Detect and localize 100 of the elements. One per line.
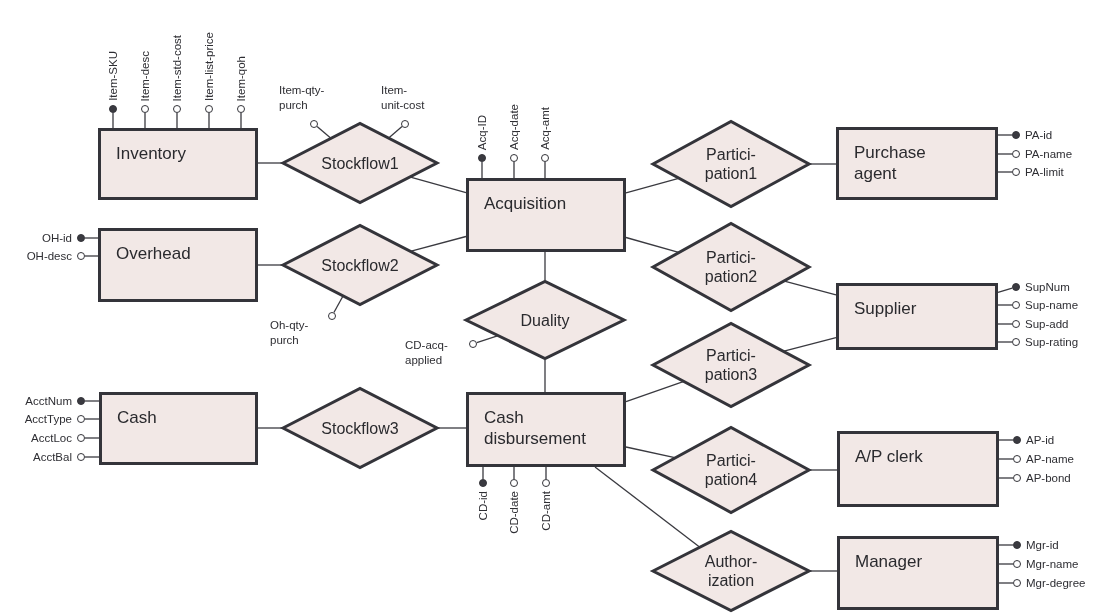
attribute-name: Item-desc: [138, 50, 152, 101]
attribute-circle: [542, 479, 550, 487]
connector-line: [544, 251, 546, 281]
attribute-line: [112, 112, 114, 129]
connector-line: [625, 446, 676, 459]
attribute-circle: [1012, 168, 1020, 176]
entity-name: Acquisition: [484, 193, 568, 214]
attribute-circle: [77, 434, 85, 442]
attribute-name: Mgr-name: [1026, 557, 1079, 571]
attribute-name: Oh-qty- purch: [270, 318, 310, 348]
attribute-circle: [1013, 560, 1021, 568]
key-attribute-dot: [479, 479, 487, 487]
attribute-name: CD-amt: [539, 491, 553, 531]
entity-name: Purchase agent: [854, 142, 927, 184]
attribute-name: OH-desc: [26, 249, 72, 263]
entity-box: [466, 392, 626, 467]
entity-name: A/P clerk: [855, 446, 924, 467]
connector-line: [409, 176, 467, 194]
attribute-name: Acq-amt: [538, 107, 552, 150]
attribute-name: PA-id: [1025, 128, 1053, 142]
attribute-circle: [510, 479, 518, 487]
connector-line: [594, 466, 700, 548]
attribute-line: [998, 563, 1014, 565]
attribute-name: OH-id: [41, 231, 72, 245]
attribute-line: [84, 237, 99, 239]
attribute-name: Sup-rating: [1025, 335, 1079, 349]
attribute-name: Item-qty- purch: [279, 83, 326, 113]
attribute-name: AP-bond: [1026, 471, 1071, 485]
entity-box: [466, 178, 626, 252]
entity-box: [836, 283, 998, 350]
key-attribute-dot: [109, 105, 117, 113]
relationship-diamond: [653, 322, 809, 408]
attribute-line: [476, 335, 499, 344]
attribute-circle: [401, 120, 409, 128]
connector-line: [808, 163, 837, 165]
attribute-name: AcctNum: [25, 394, 72, 408]
entity-box: [99, 392, 258, 465]
attribute-name: Item-qoh: [234, 55, 248, 101]
key-attribute-dot: [478, 154, 486, 162]
attribute-line: [997, 287, 1013, 294]
attribute-name: Mgr-degree: [1026, 576, 1086, 590]
attribute-circle: [173, 105, 181, 113]
key-attribute-dot: [1012, 283, 1020, 291]
attribute-circle: [469, 340, 477, 348]
attribute-circle: [510, 154, 518, 162]
relationship-name: Stockflow2: [320, 255, 400, 275]
attribute-name: Item-std-cost: [170, 34, 184, 101]
connector-line: [808, 469, 838, 471]
attribute-circle: [1012, 338, 1020, 346]
attribute-line: [997, 171, 1013, 173]
entity-name: Cash: [117, 407, 158, 428]
connector-line: [257, 427, 284, 429]
relationship-name: Partici- pation4: [703, 451, 759, 489]
attribute-circle: [141, 105, 149, 113]
attribute-name: Acq-date: [507, 103, 521, 150]
attribute-line: [84, 255, 99, 257]
entity-box: [837, 431, 999, 507]
connector-line: [808, 570, 838, 572]
attribute-line: [998, 439, 1014, 441]
attribute-name: CD-id: [476, 491, 490, 521]
attribute-name: AP-id: [1026, 433, 1055, 447]
relationship-diamond: [283, 387, 437, 469]
attribute-line: [481, 161, 483, 179]
attribute-circle: [1012, 301, 1020, 309]
attribute-circle: [77, 415, 85, 423]
attribute-circle: [1013, 579, 1021, 587]
connector-line: [783, 336, 837, 352]
entity-name: Manager: [855, 551, 924, 572]
attribute-name: AP-name: [1026, 452, 1074, 466]
attribute-name: Mgr-id: [1026, 538, 1059, 552]
relationship-name: Author- ization: [703, 552, 759, 590]
attribute-circle: [1012, 320, 1020, 328]
relationship-name: Partici- pation2: [703, 248, 759, 286]
attribute-circle: [1012, 150, 1020, 158]
attribute-line: [84, 400, 100, 402]
relationship-diamond: [653, 120, 809, 208]
relationship-diamond: [283, 122, 437, 204]
entity-name: Cash disbursement: [484, 407, 588, 449]
attribute-line: [545, 466, 547, 480]
relationship-name: Stockflow1: [320, 153, 400, 173]
connector-line: [410, 235, 467, 252]
attribute-line: [997, 323, 1013, 325]
entity-name: Supplier: [854, 298, 918, 319]
attribute-line: [997, 341, 1013, 343]
attribute-line: [84, 418, 100, 420]
attribute-line: [998, 544, 1014, 546]
attribute-circle: [328, 312, 336, 320]
attribute-name: Acq-ID: [475, 114, 489, 150]
attribute-line: [998, 477, 1014, 479]
attribute-circle: [205, 105, 213, 113]
attribute-name: CD-acq- applied: [405, 338, 449, 368]
attribute-circle: [1013, 455, 1021, 463]
attribute-line: [998, 458, 1014, 460]
entity-name: Inventory: [116, 143, 187, 164]
attribute-name: Item- unit-cost: [381, 83, 426, 113]
relationship-name: Partici- pation3: [703, 346, 759, 384]
attribute-circle: [77, 252, 85, 260]
attribute-line: [388, 125, 403, 139]
entity-box: [98, 228, 258, 302]
relationship-diamond: [653, 426, 809, 514]
